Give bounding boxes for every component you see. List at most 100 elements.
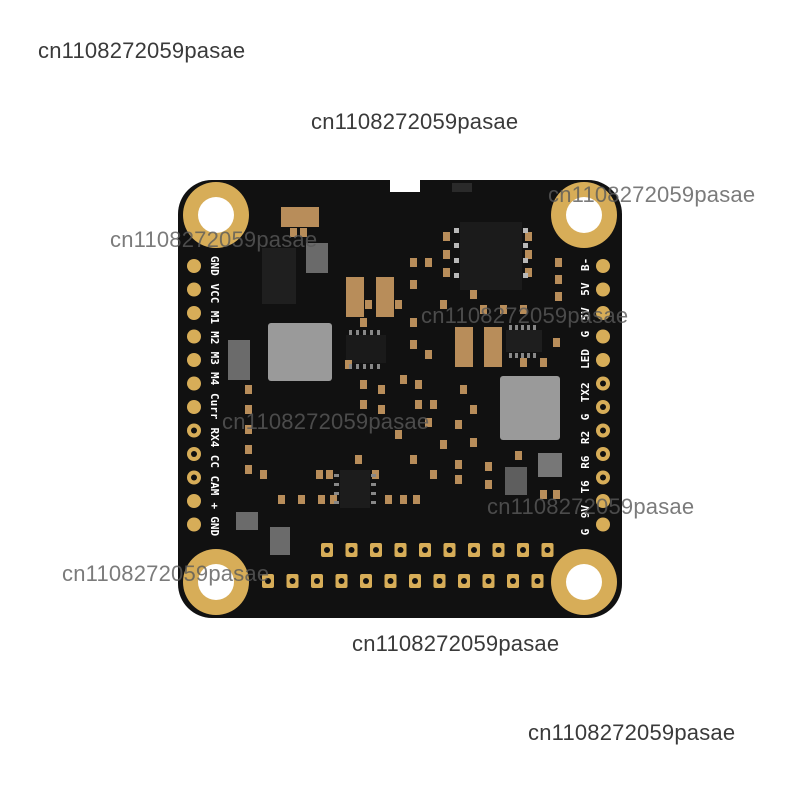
smd-resistor bbox=[400, 375, 407, 384]
smd-resistor bbox=[415, 400, 422, 409]
smd-resistor bbox=[430, 400, 437, 409]
pad-hole bbox=[600, 451, 606, 457]
solder-pad bbox=[187, 400, 201, 414]
pad-hole bbox=[397, 547, 404, 553]
smd-resistor bbox=[330, 495, 337, 504]
chip-pin bbox=[349, 364, 352, 369]
smd-resistor bbox=[410, 258, 417, 267]
pad-hole bbox=[520, 547, 526, 553]
smd-resistor bbox=[455, 475, 462, 484]
smd-resistor bbox=[400, 495, 407, 504]
pad-hole bbox=[314, 578, 320, 584]
small-smd-components bbox=[245, 228, 562, 504]
silkscreen-label: B- bbox=[579, 258, 592, 271]
smd-resistor bbox=[455, 460, 462, 469]
capacitor bbox=[455, 327, 473, 367]
chip-pin bbox=[377, 330, 380, 335]
chip-pin bbox=[521, 353, 524, 358]
smd-resistor bbox=[425, 350, 432, 359]
chip bbox=[270, 527, 290, 555]
smd-resistor bbox=[515, 451, 522, 460]
chip-pin bbox=[356, 330, 359, 335]
silkscreen-label: LED bbox=[579, 349, 592, 369]
hole-center bbox=[198, 197, 234, 233]
smd-resistor bbox=[298, 495, 305, 504]
chip-pin bbox=[371, 483, 376, 486]
solder-pad bbox=[596, 259, 610, 273]
smd-resistor bbox=[520, 305, 527, 314]
hole-center bbox=[566, 564, 602, 600]
capacitors bbox=[281, 207, 502, 367]
silkscreen-label: R2 bbox=[579, 431, 592, 444]
silkscreen-label: VCC bbox=[208, 283, 221, 303]
smd-resistor bbox=[443, 268, 450, 277]
chip-pin bbox=[523, 228, 528, 233]
pad-hole bbox=[446, 547, 453, 553]
pad-hole bbox=[600, 404, 606, 410]
chip bbox=[346, 335, 386, 363]
smd-resistor bbox=[470, 290, 477, 299]
silkscreen-label: CAM bbox=[208, 475, 221, 495]
smd-resistor bbox=[316, 470, 323, 479]
smd-resistor bbox=[540, 490, 547, 499]
smd-resistor bbox=[410, 455, 417, 464]
watermark-text: cn1108272059pasae bbox=[62, 561, 270, 586]
bottom-solder-pads bbox=[262, 543, 554, 588]
smd-resistor bbox=[413, 495, 420, 504]
chip bbox=[306, 243, 328, 273]
silkscreen-label: 5V bbox=[579, 282, 592, 296]
smd-resistor bbox=[410, 280, 417, 289]
pad-hole bbox=[436, 578, 443, 584]
smd-resistor bbox=[470, 438, 477, 447]
pad-hole bbox=[495, 547, 502, 553]
chip-pin bbox=[356, 364, 359, 369]
chip-pin bbox=[527, 325, 530, 330]
chip-pin bbox=[533, 353, 536, 358]
solder-pad bbox=[187, 353, 201, 367]
solder-pad bbox=[596, 517, 610, 532]
capacitor bbox=[281, 207, 319, 227]
chip-pin bbox=[334, 492, 339, 495]
chip-pin bbox=[533, 325, 536, 330]
hole-center bbox=[566, 197, 602, 233]
smd-resistor bbox=[326, 470, 333, 479]
capacitor bbox=[376, 277, 394, 317]
smd-resistor bbox=[485, 480, 492, 489]
pad-hole bbox=[422, 547, 428, 553]
watermark-text: cn1108272059pasae bbox=[421, 303, 629, 328]
smd-resistor bbox=[278, 495, 285, 504]
silkscreen-label: TX2 bbox=[579, 382, 592, 402]
silkscreen-label: M1 bbox=[208, 311, 221, 325]
silkscreen-label: R6 bbox=[579, 455, 592, 469]
watermark-text: cn1108272059pasae bbox=[38, 38, 246, 63]
watermark-text: cn1108272059pasae bbox=[352, 631, 560, 656]
chip bbox=[228, 340, 250, 380]
inductor-left bbox=[268, 323, 332, 381]
chip-pin bbox=[363, 364, 366, 369]
chip-pin bbox=[371, 501, 376, 504]
chip bbox=[340, 470, 370, 508]
pad-hole bbox=[265, 578, 271, 584]
pad-hole bbox=[387, 578, 394, 584]
smd-resistor bbox=[395, 430, 402, 439]
pcb-notch bbox=[390, 180, 420, 192]
silkscreen-label: CC bbox=[208, 455, 221, 468]
pad-hole bbox=[289, 578, 296, 584]
smd-resistor bbox=[425, 258, 432, 267]
chip-pin bbox=[527, 353, 530, 358]
pad-hole bbox=[471, 547, 477, 553]
solder-pad bbox=[596, 494, 610, 508]
watermark-text: cn1108272059pasae bbox=[487, 494, 695, 519]
pad-hole bbox=[485, 578, 492, 584]
solder-pad bbox=[596, 282, 610, 297]
right-solder-pads bbox=[596, 259, 610, 532]
watermark-text: cn1108272059pasae bbox=[548, 182, 756, 207]
chip-pin bbox=[454, 258, 459, 263]
chip-pin bbox=[370, 330, 373, 335]
pad-hole bbox=[600, 474, 606, 481]
chip-pin bbox=[334, 474, 339, 477]
silkscreen-label: GND bbox=[208, 516, 221, 536]
